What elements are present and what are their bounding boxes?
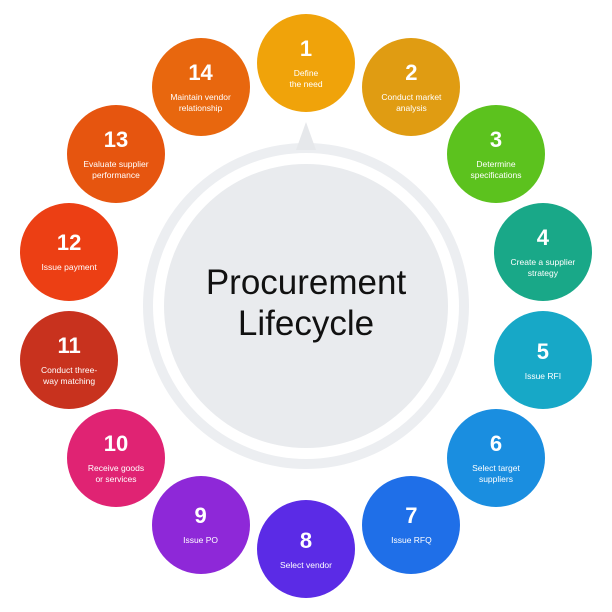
step-label: Define the need bbox=[289, 68, 323, 89]
step-label: Evaluate supplier performance bbox=[83, 159, 149, 181]
cycle-arrow-icon bbox=[296, 122, 316, 150]
step-number: 1 bbox=[299, 36, 313, 61]
step-label: Determine specifications bbox=[470, 159, 522, 181]
step-label: Maintain vendor relationship bbox=[170, 92, 231, 114]
step-label: Issue RFQ bbox=[391, 535, 432, 546]
step-number: 11 bbox=[57, 333, 81, 359]
step-number: 2 bbox=[405, 60, 418, 86]
step-number: 14 bbox=[188, 60, 213, 86]
diagram-title: Procurement Lifecycle bbox=[160, 262, 452, 344]
step-number: 10 bbox=[103, 430, 129, 456]
step-label: Issue RFI bbox=[524, 370, 562, 381]
step-number: 13 bbox=[103, 127, 129, 153]
step-label: Conduct market analysis bbox=[381, 92, 442, 114]
step-number: 6 bbox=[489, 430, 503, 456]
step-number: 9 bbox=[194, 503, 207, 529]
step-number: 4 bbox=[536, 224, 550, 250]
step-number: 12 bbox=[56, 230, 82, 256]
step-label: Issue PO bbox=[183, 535, 219, 546]
title-line-1: Procurement bbox=[205, 263, 407, 302]
step-label: Conduct three- way matching bbox=[40, 365, 98, 387]
step-label: Issue payment bbox=[41, 262, 97, 273]
step-label: Select vendor bbox=[280, 559, 332, 570]
step-number: 3 bbox=[489, 127, 503, 153]
step-label: Create a supplier strategy bbox=[510, 256, 576, 278]
step-number: 7 bbox=[405, 503, 418, 529]
title-line-2: Lifecycle bbox=[237, 304, 375, 343]
step-number: 8 bbox=[299, 527, 313, 553]
center-disc bbox=[164, 164, 448, 448]
step-label: Select target suppliers bbox=[472, 462, 520, 484]
step-number: 5 bbox=[536, 338, 550, 364]
step-label: Receive goods or services bbox=[87, 462, 145, 484]
